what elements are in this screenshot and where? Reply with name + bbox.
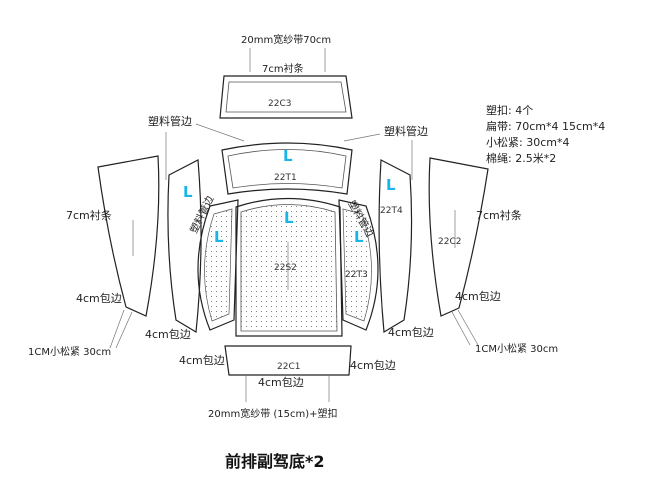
t1-l-mark: L xyxy=(283,147,293,165)
strip-left-label: 7cm衬条 xyxy=(66,208,112,222)
c3-strip-label: 7cm衬条 xyxy=(262,62,304,75)
piece-22c2: 7cm衬条 22C2 xyxy=(428,157,522,317)
pipe-right-leader xyxy=(343,133,381,142)
strip-right-label: 7cm衬条 xyxy=(476,208,522,222)
piece-left-inner-narrow: L xyxy=(167,159,202,333)
piece-22s2: L 22S2 xyxy=(235,197,343,337)
t1-code: 22T1 xyxy=(274,173,297,183)
small-elastic-left: 1CM小松紧 30cm xyxy=(28,345,111,358)
note-3: 棉绳: 2.5米*2 xyxy=(486,151,556,165)
edge-bottom: 4cm包边 xyxy=(258,376,304,389)
piece-left-flap: 7cm衬条 xyxy=(66,155,160,317)
s2-code: 22S2 xyxy=(274,263,297,273)
small-elastic-right: 1CM小松紧 30cm xyxy=(475,342,558,355)
piece-22t1: L 22T1 xyxy=(221,142,353,195)
piece-22c1: 22C1 xyxy=(224,345,352,402)
edge-right-3: 4cm包边 xyxy=(350,359,396,372)
notes-block: 塑扣: 4个 扁带: 70cm*4 15cm*4 小松紧: 30cm*4 棉绳:… xyxy=(486,103,605,165)
note-1: 扁带: 70cm*4 15cm*4 xyxy=(486,120,605,133)
bottom-tape-label: 20mm宽纱带 (15cm)+塑扣 xyxy=(208,407,338,420)
c3-code: 22C3 xyxy=(268,99,291,109)
edge-left-1: 4cm包边 xyxy=(76,292,122,305)
pipe-left-leader xyxy=(195,123,245,142)
piece-22t4: L 22T4 xyxy=(378,159,413,334)
note-2: 小松紧: 30cm*4 xyxy=(486,135,569,149)
pipe-right-label: 塑料管边 xyxy=(384,124,428,138)
t3-code: 22T3 xyxy=(345,270,368,280)
edge-left-2: 4cm包边 xyxy=(145,328,191,341)
note-0: 塑扣: 4个 xyxy=(486,103,533,117)
top-tape-label: 20mm宽纱带70cm xyxy=(241,33,331,46)
elastic-right-leader xyxy=(457,309,479,346)
edge-right-2: 4cm包边 xyxy=(388,326,434,339)
s2-l-mark: L xyxy=(284,209,294,227)
diagram-title: 前排副驾底*2 xyxy=(225,452,325,471)
t4-l-mark: L xyxy=(386,176,396,194)
piece-22t3: L 22T3 塑料管边 xyxy=(338,198,379,331)
c1-code: 22C1 xyxy=(277,362,300,372)
piece-left-side-panel: L 塑料管边 xyxy=(187,194,239,331)
c2-code: 22C2 xyxy=(438,237,461,247)
edge-left-3: 4cm包边 xyxy=(179,354,225,367)
left-inner-l-mark: L xyxy=(183,183,193,201)
pipe-left-label: 塑料管边 xyxy=(148,114,192,128)
elastic-left-leader xyxy=(109,309,125,349)
t3-l-mark: L xyxy=(354,228,364,246)
piece-22c3: 7cm衬条 22C3 xyxy=(219,62,353,119)
left-side-l-mark: L xyxy=(214,228,224,246)
t4-code: 22T4 xyxy=(380,206,403,216)
edge-right-1: 4cm包边 xyxy=(455,290,501,303)
